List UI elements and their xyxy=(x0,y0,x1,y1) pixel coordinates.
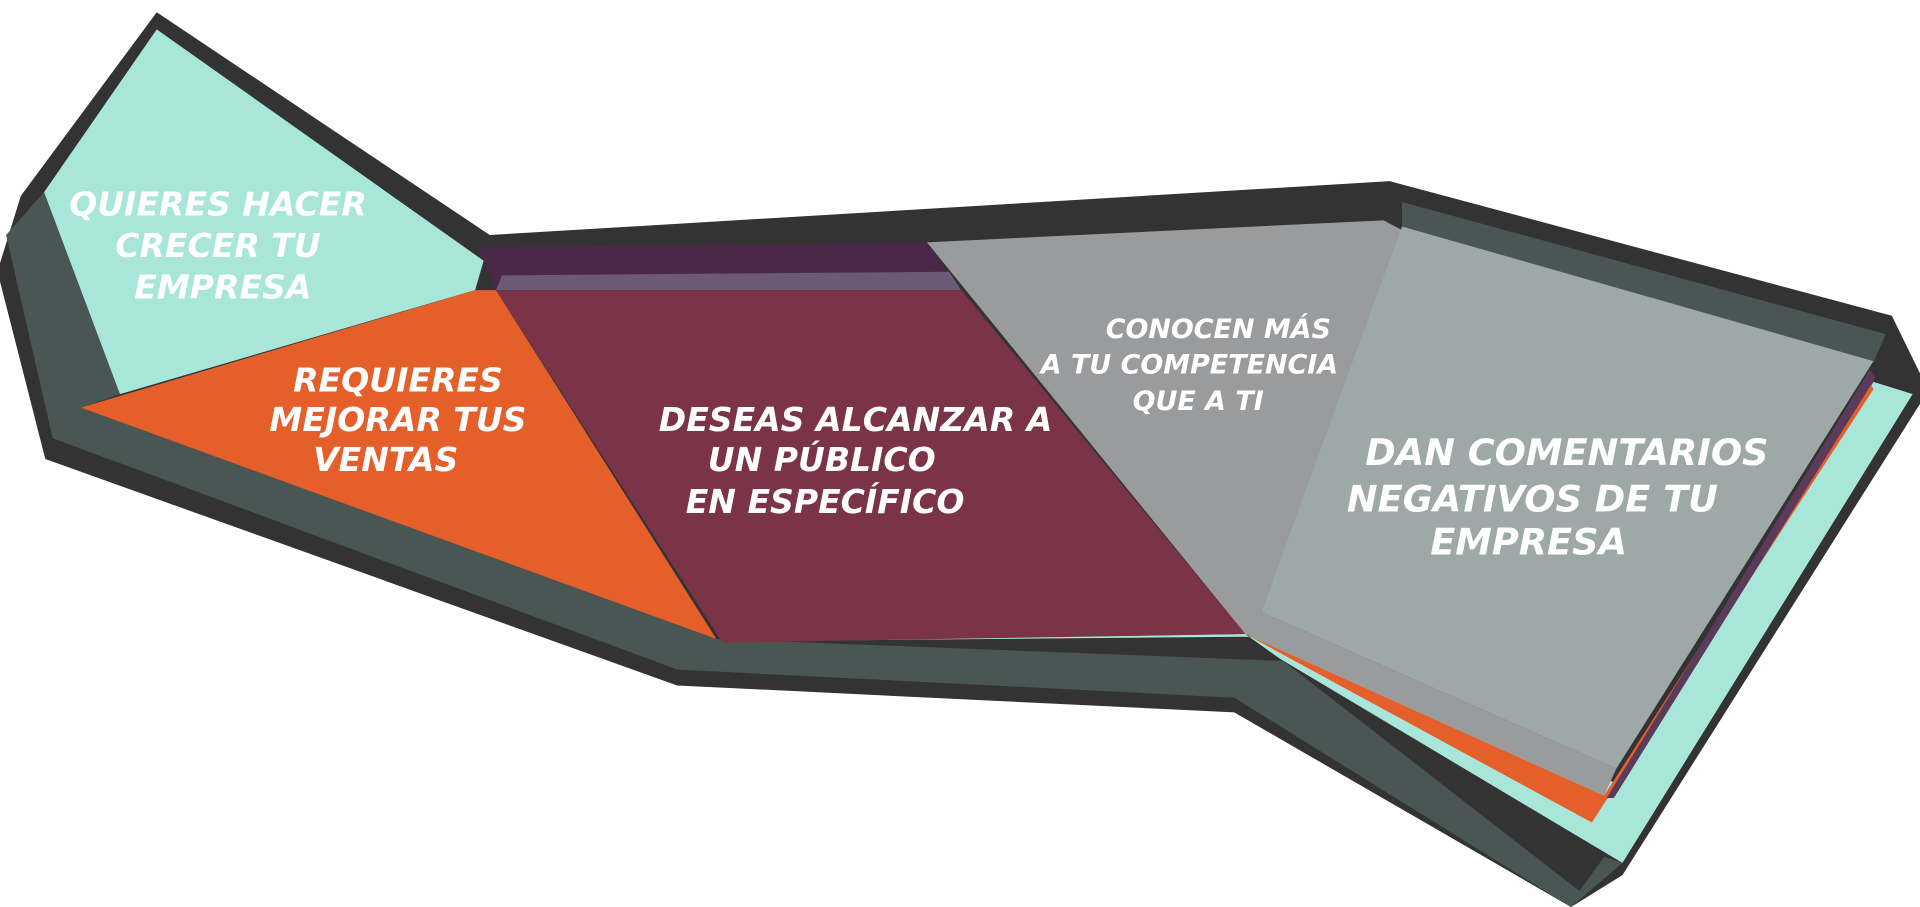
grow-line-3: EMPRESA xyxy=(134,268,311,307)
gray-green-panel xyxy=(1261,226,1874,769)
comments-line-2: NEGATIVOS DE TU xyxy=(1347,478,1718,521)
ribbon-inner-left xyxy=(6,192,1623,907)
comments-line-1: DAN COMENTARIOS xyxy=(1365,431,1768,474)
competition-line-3: QUE A TI xyxy=(1133,386,1264,417)
grow-line-2: CRECER TU xyxy=(115,226,321,265)
purple-strip-right xyxy=(1606,369,1876,799)
gray-panel xyxy=(926,220,1617,796)
comments-line-3: EMPRESA xyxy=(1430,520,1627,563)
sales-line-3: VENTAS xyxy=(313,440,458,479)
panel-grow-text: QUIERES HACER CRECER TU EMPRESA xyxy=(69,184,367,306)
panel-audience-text: DESEAS ALCANZAR A UN PÚBLICO EN ESPECÍFI… xyxy=(659,400,1053,521)
teal-panel xyxy=(44,29,484,395)
sales-line-1: REQUIERES xyxy=(293,361,503,400)
panel-sales-text: REQUIERES MEJORAR TUS VENTAS xyxy=(269,361,526,480)
ribbon-inner-right xyxy=(1402,201,1886,363)
orange-panel xyxy=(80,290,717,639)
sales-line-2: MEJORAR TUS xyxy=(269,400,526,439)
audience-line-3: EN ESPECÍFICO xyxy=(686,481,965,521)
panel-comments-text: DAN COMENTARIOS NEGATIVOS DE TU EMPRESA xyxy=(1347,431,1769,563)
purple-band-light xyxy=(495,271,962,291)
audience-line-2: UN PÚBLICO xyxy=(708,439,936,479)
grow-line-1: QUIERES HACER xyxy=(69,184,367,223)
panel-competition-text: CONOCEN MÁS A TU COMPETENCIA QUE A TI xyxy=(1039,313,1338,417)
orange-strip xyxy=(1245,381,1874,823)
maroon-panel xyxy=(495,290,1246,643)
competition-line-2: A TU COMPETENCIA xyxy=(1039,349,1338,380)
audience-line-1: DESEAS ALCANZAR A xyxy=(659,400,1053,439)
competition-line-1: CONOCEN MÁS xyxy=(1106,313,1331,345)
